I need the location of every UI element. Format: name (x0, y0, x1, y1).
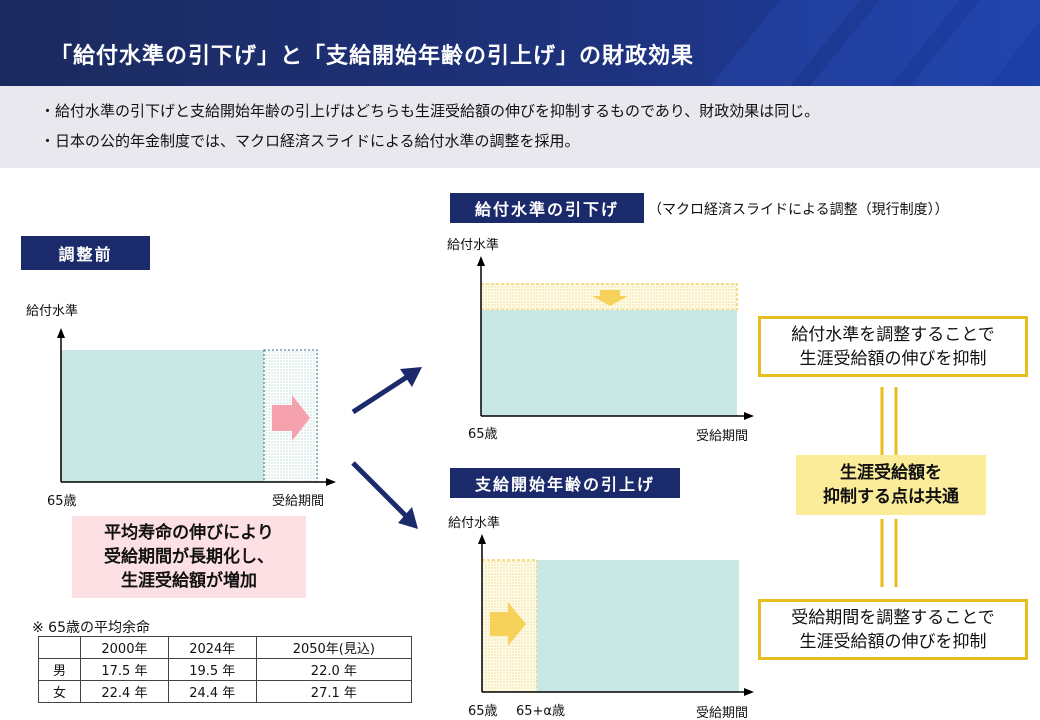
table-header-cell: 2050年(見込) (255, 636, 413, 659)
raise-effect-line-2: 生涯受給額の伸びを抑制 (799, 631, 987, 652)
before-x-end: 受給期間 (272, 494, 325, 509)
reduction-effect-box: 給付水準を調整することで 生涯受給額の伸びを抑制 (758, 316, 1028, 377)
summary-line-1: ・給付水準の引下げと支給開始年齢の引上げはどちらも生涯受給額の伸びを抑制するもの… (40, 102, 820, 120)
table-cell: 女 (38, 680, 81, 703)
table-row: 女 22.4 年 24.4 年 27.1 年 (38, 680, 413, 703)
arrow-down-icon (398, 507, 418, 529)
common-effect-line-2: 抑制する点は共通 (823, 487, 959, 507)
table-cell: 27.1 年 (255, 680, 413, 703)
life-expectancy-table: 2000年 2024年 2050年(見込) 男 17.5 年 19.5 年 22… (38, 636, 413, 703)
before-note-line-1: 平均寿命の伸びにより (104, 523, 274, 543)
before-note-line-2: 受給期間が長期化し、 (104, 547, 274, 567)
before-tag: 調整前 (21, 236, 150, 270)
raise-effect-box: 受給期間を調整することで 生涯受給額の伸びを抑制 (758, 599, 1028, 660)
raise-effect-line-1: 受給期間を調整することで (791, 607, 995, 628)
reduction-benefit-area (481, 310, 737, 416)
before-benefit-area (61, 350, 264, 482)
table-cell: 22.0 年 (255, 658, 413, 681)
table-header-cell: 2000年 (80, 636, 169, 659)
reduction-tag: 給付水準の引下げ (450, 193, 644, 223)
page-title: 「給付水準の引下げ」と「支給開始年齢の引上げ」の財政効果 (50, 44, 695, 69)
table-cell: 19.5 年 (167, 658, 257, 681)
before-x-start: 65歳 (47, 494, 77, 509)
raise-chart (478, 534, 754, 696)
header-banner (0, 0, 1040, 86)
summary-panel (0, 86, 1040, 168)
reduction-chart (477, 256, 754, 420)
table-header-cell: 2024年 (167, 636, 257, 659)
reduction-effect-line-2: 生涯受給額の伸びを抑制 (799, 348, 987, 369)
reduction-y-label: 給付水準 (447, 238, 500, 253)
before-chart (57, 328, 336, 486)
table-header-cell (38, 636, 81, 659)
reduction-effect-line-1: 給付水準を調整することで (791, 324, 995, 345)
before-note-box: 平均寿命の伸びにより 受給期間が長期化し、 生涯受給額が増加 (72, 516, 306, 598)
raise-right-arrow-icon (490, 602, 526, 646)
table-caption: ※ 65歳の平均余命 (32, 620, 150, 636)
reduction-down-arrow-icon (592, 290, 628, 306)
reduction-x-end: 受給期間 (696, 429, 749, 444)
table-cell: 24.4 年 (167, 680, 257, 703)
before-pink-arrow (272, 395, 310, 441)
summary-line-2: ・日本の公的年金制度では、マクロ経済スライドによる給付水準の調整を採用。 (40, 132, 580, 150)
raise-y-label: 給付水準 (448, 516, 501, 531)
banner-decoration (710, 0, 1040, 86)
table-cell: 17.5 年 (80, 658, 169, 681)
connector-lines (880, 387, 898, 587)
arrow-down-shaft (351, 461, 410, 520)
before-y-label: 給付水準 (26, 304, 79, 319)
before-note-line-3: 生涯受給額が増加 (121, 571, 257, 591)
raise-x-end: 受給期間 (696, 706, 749, 720)
reduction-subtitle: （マクロ経済スライドによる調整（現行制度）） (648, 202, 949, 218)
reduction-x-start: 65歳 (468, 427, 498, 442)
table-cell: 22.4 年 (80, 680, 169, 703)
raise-benefit-area (537, 560, 739, 692)
common-effect-box: 生涯受給額を 抑制する点は共通 (796, 455, 986, 515)
table-header-row: 2000年 2024年 2050年(見込) (38, 636, 413, 659)
raise-x-start: 65歳 (468, 704, 498, 719)
raise-x-mid: 65+α歳 (516, 704, 566, 719)
common-effect-line-1: 生涯受給額を (840, 463, 942, 483)
raise-tag: 支給開始年齢の引上げ (450, 468, 680, 498)
table-row: 男 17.5 年 19.5 年 22.0 年 (38, 658, 413, 681)
arrow-up-icon (400, 367, 422, 387)
branch-arrows (351, 367, 422, 529)
table-cell: 男 (38, 658, 81, 681)
arrow-up-shaft (351, 372, 412, 415)
